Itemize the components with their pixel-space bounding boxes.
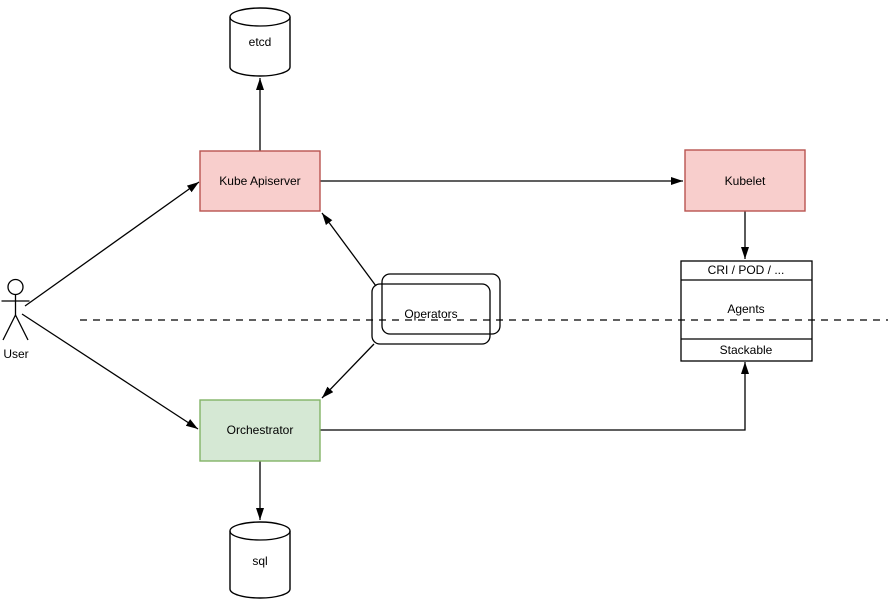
agents-header-label: CRI / POD / ...	[708, 263, 785, 277]
node-operators[interactable]: Operators	[371, 273, 501, 345]
agents-footer-label: Stackable	[720, 343, 773, 357]
agents-box	[680, 260, 813, 362]
kube-apiserver-box	[199, 150, 321, 212]
node-agents-stack[interactable]: CRI / POD / ... Agents Stackable	[680, 260, 813, 362]
kube-apiserver-label: Kube Apiserver	[219, 174, 300, 188]
edge-operators-to-kube-apiserver	[321, 212, 377, 287]
node-orchestrator[interactable]: Orchestrator	[199, 399, 321, 462]
node-user[interactable]: User	[1, 278, 30, 362]
edge-operators-to-orchestrator	[321, 343, 375, 399]
operators-front-card	[371, 283, 491, 345]
node-kube-apiserver[interactable]: Kube Apiserver	[199, 150, 321, 212]
edge-user-to-kube-apiserver	[24, 181, 200, 307]
operators-back-card	[381, 273, 501, 335]
edge-orchestrator-to-agents	[320, 362, 749, 431]
cylinder-rim	[229, 16, 291, 27]
cylinder-shape	[229, 521, 291, 599]
node-etcd[interactable]: etcd	[229, 7, 291, 77]
actor-head	[7, 278, 24, 296]
user-label: User	[3, 347, 28, 361]
orchestrator-box	[199, 399, 321, 462]
kubelet-box	[684, 149, 806, 212]
sql-label: sql	[252, 554, 267, 568]
node-kubelet[interactable]: Kubelet	[684, 149, 806, 212]
kubelet-label: Kubelet	[725, 174, 766, 188]
etcd-label: etcd	[249, 35, 272, 49]
operators-label: Operators	[404, 307, 457, 321]
node-sql[interactable]: sql	[229, 521, 291, 599]
agents-body-label: Agents	[727, 302, 764, 316]
orchestrator-label: Orchestrator	[227, 423, 294, 437]
edge-user-to-orchestrator	[21, 313, 199, 430]
cylinder-rim	[229, 530, 291, 541]
actor-legs	[2, 314, 29, 341]
